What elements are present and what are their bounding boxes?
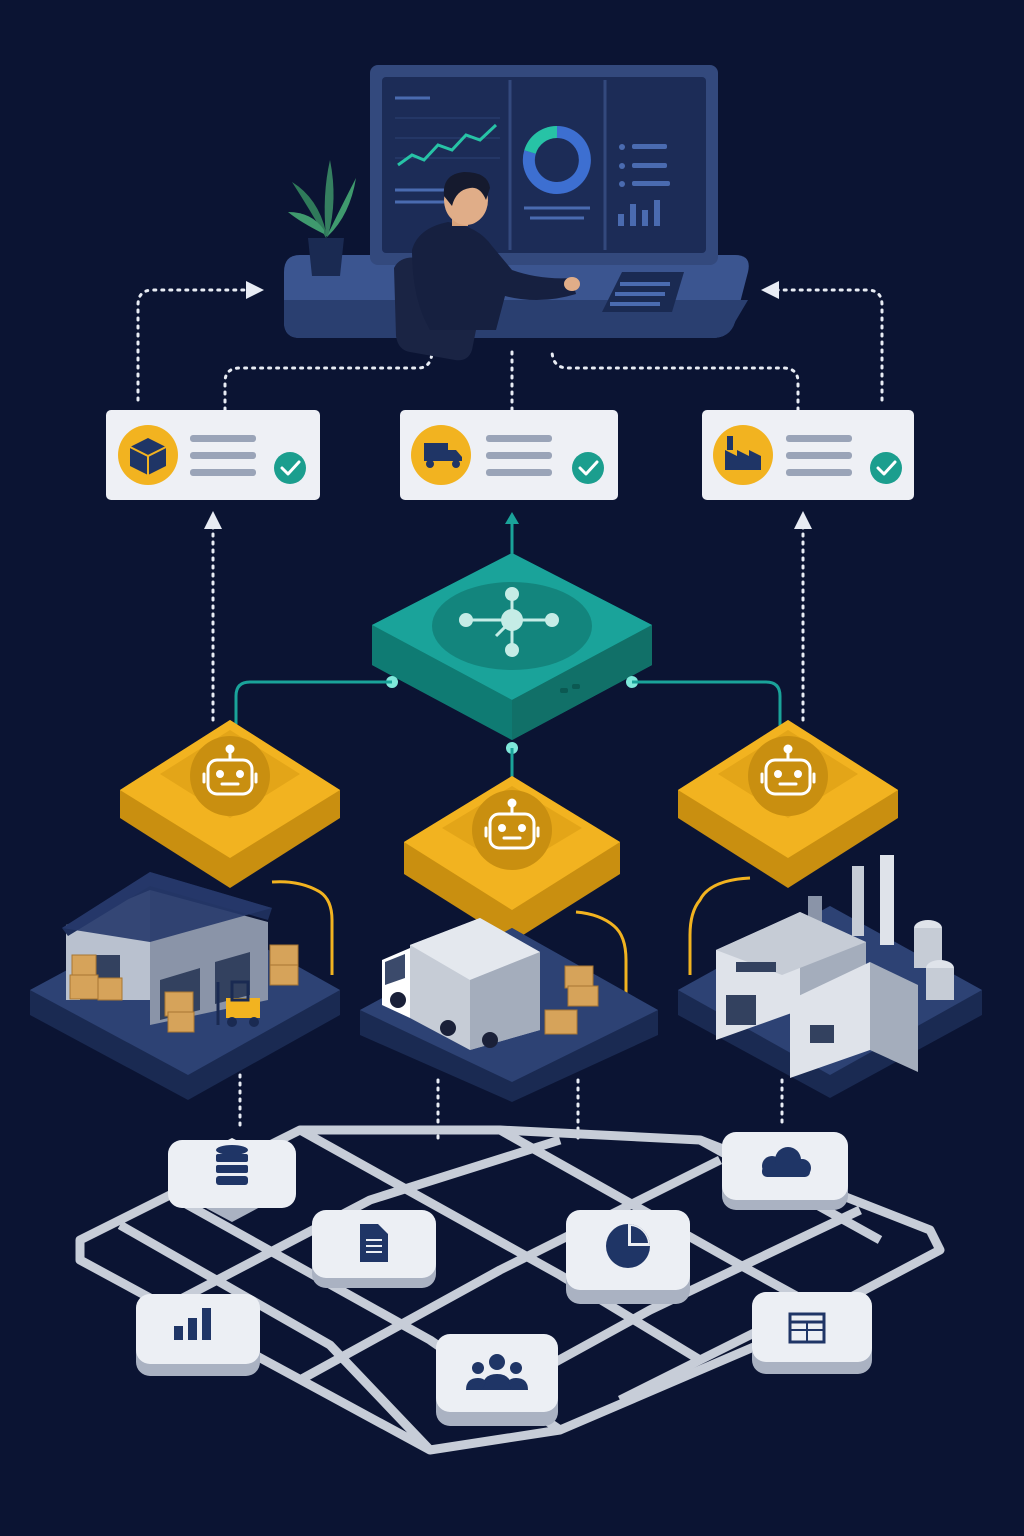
donut-chart-icon <box>522 125 591 220</box>
truck-icon <box>424 443 462 468</box>
operator-avatar <box>412 172 580 330</box>
agent-node-right[interactable] <box>678 720 898 888</box>
data-tile-users[interactable] <box>436 1334 558 1426</box>
robot-icon <box>202 744 258 796</box>
agent-node-left[interactable] <box>120 720 340 888</box>
robot-icon <box>760 744 816 796</box>
forklift-icon <box>216 980 260 1027</box>
facility-truck-depot[interactable] <box>360 918 658 1102</box>
users-icon <box>466 1354 528 1390</box>
connector-right-inner <box>550 348 800 412</box>
factory-icon <box>716 855 954 1078</box>
cloud-icon <box>762 1147 811 1177</box>
bar-chart-icon <box>618 200 660 226</box>
agent-facility-links <box>271 876 751 998</box>
agent-node-center[interactable] <box>404 776 620 942</box>
keyboard-icon <box>602 272 684 312</box>
factory-icon <box>725 436 761 470</box>
check-icon <box>274 452 306 484</box>
database-icon <box>216 1145 248 1185</box>
table-icon <box>788 1312 826 1344</box>
facility-warehouse[interactable] <box>30 872 340 1100</box>
hub-agent-links <box>234 680 782 778</box>
status-card-truck[interactable] <box>400 410 618 500</box>
check-icon <box>572 452 604 484</box>
document-icon <box>360 1224 388 1262</box>
network-hub-icon <box>459 587 559 657</box>
data-tile-document[interactable] <box>312 1210 436 1288</box>
orchestration-hub[interactable] <box>372 553 652 754</box>
connector-right-outer <box>761 281 884 402</box>
delivery-truck-icon <box>382 918 540 1050</box>
status-card-package[interactable] <box>106 410 320 500</box>
hub-uplink <box>505 512 519 560</box>
pie-chart-icon <box>606 1224 650 1268</box>
operator-desk-scene <box>284 65 749 361</box>
data-tile-cloud[interactable] <box>722 1132 848 1210</box>
status-card-factory[interactable] <box>702 410 914 500</box>
facility-factory[interactable] <box>678 855 982 1098</box>
data-tile-table[interactable] <box>752 1292 872 1374</box>
boxes <box>544 965 599 1035</box>
boxes <box>69 944 299 1033</box>
connector-left-outer <box>136 281 264 402</box>
data-tile-bar-chart[interactable] <box>136 1294 260 1376</box>
dotted-connectors <box>136 281 884 1142</box>
list-icon <box>619 144 670 187</box>
package-icon <box>129 438 167 475</box>
data-tile-pie-chart[interactable] <box>566 1210 690 1304</box>
bar-chart-icon <box>174 1308 211 1340</box>
robot-icon <box>484 798 540 850</box>
data-tile-database[interactable] <box>168 1138 296 1222</box>
plant-icon <box>288 160 356 276</box>
connector-left-inner <box>223 348 434 412</box>
check-icon <box>870 452 902 484</box>
